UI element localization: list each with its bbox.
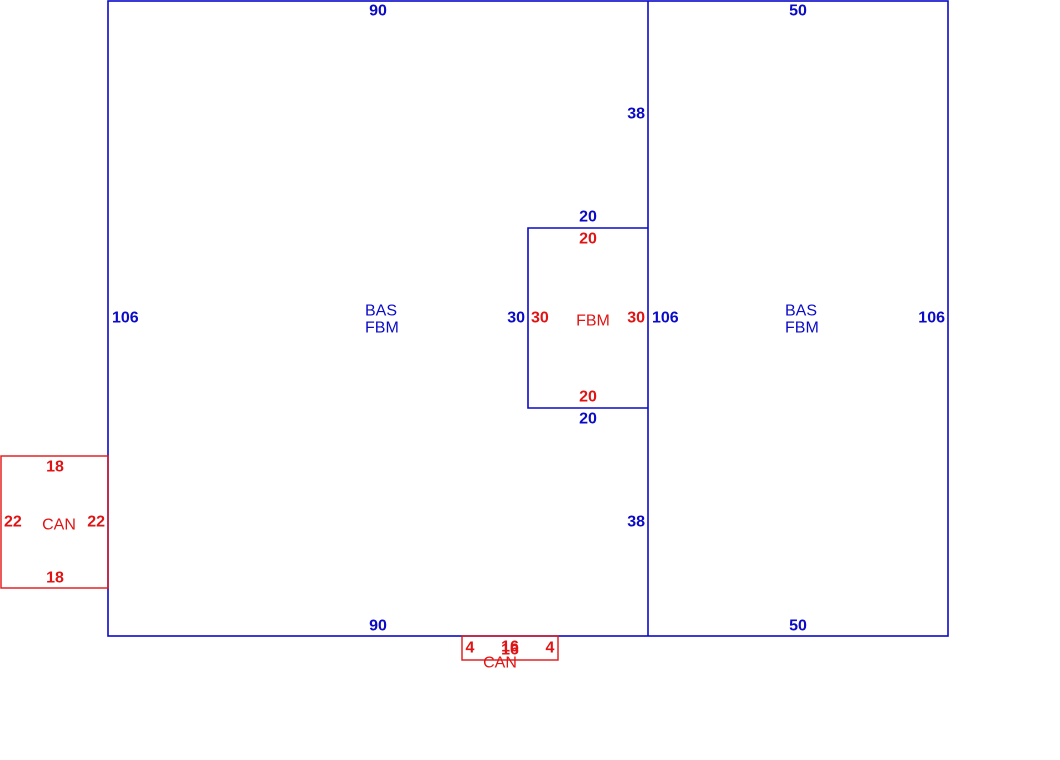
can-bottom: 4 4 16 16 CAN (466, 639, 555, 672)
left-block-right-lower-dim: 38 (627, 514, 645, 531)
fbm-notch-inner-right-dim: 30 (627, 310, 645, 327)
fbm-notch-outer-bottom-dim: 20 (579, 411, 597, 428)
can-left-outline (0, 455, 109, 589)
can-bottom-label: CAN (483, 655, 517, 672)
can-left-top-dim: 18 (46, 459, 64, 476)
right-block-left-dim: 106 (652, 310, 679, 327)
fbm-notch: 20 20 30 20 20 30 30 FBM (507, 209, 645, 428)
left-block-bottom-dim: 90 (369, 618, 387, 635)
main-structure-lines (107, 0, 949, 637)
fbm-notch-inner-bottom-dim: 20 (579, 389, 597, 406)
can-bottom-right-dim: 4 (546, 640, 555, 657)
can-left: 18 18 22 22 CAN (4, 459, 105, 587)
can-left-left-dim: 22 (4, 514, 22, 531)
left-block-label-fbm: FBM (365, 320, 399, 337)
can-left-right-dim: 22 (87, 514, 105, 531)
can-bottom-left-dim: 4 (466, 640, 475, 657)
can-bottom-bottom-dim: 16 (501, 642, 519, 659)
right-block-top-dim: 50 (789, 3, 807, 20)
fbm-notch-outline (527, 227, 648, 409)
left-block-label-bas: BAS (365, 303, 397, 320)
left-block: 90 90 106 38 38 BAS FBM (112, 3, 645, 635)
right-block-right-dim: 106 (918, 310, 945, 327)
fbm-notch-outer-left-dim: 30 (507, 310, 525, 327)
right-block: 50 50 106 106 BAS FBM (652, 3, 945, 635)
fbm-notch-inner-top-dim: 20 (579, 231, 597, 248)
right-block-label-fbm: FBM (785, 320, 819, 337)
fbm-notch-outer-top-dim: 20 (579, 209, 597, 226)
fbm-notch-inner-left-dim: 30 (531, 310, 549, 327)
left-block-right-upper-dim: 38 (627, 106, 645, 123)
can-bottom-outline (461, 635, 559, 661)
left-block-top-dim: 90 (369, 3, 387, 20)
can-left-bottom-dim: 18 (46, 570, 64, 587)
can-bottom-top-dim: 16 (501, 639, 519, 656)
right-block-bottom-dim: 50 (789, 618, 807, 635)
can-left-label: CAN (42, 517, 76, 534)
right-block-label-bas: BAS (785, 303, 817, 320)
fbm-notch-label: FBM (576, 313, 610, 330)
left-block-left-dim: 106 (112, 310, 139, 327)
addition-lines (0, 455, 559, 661)
